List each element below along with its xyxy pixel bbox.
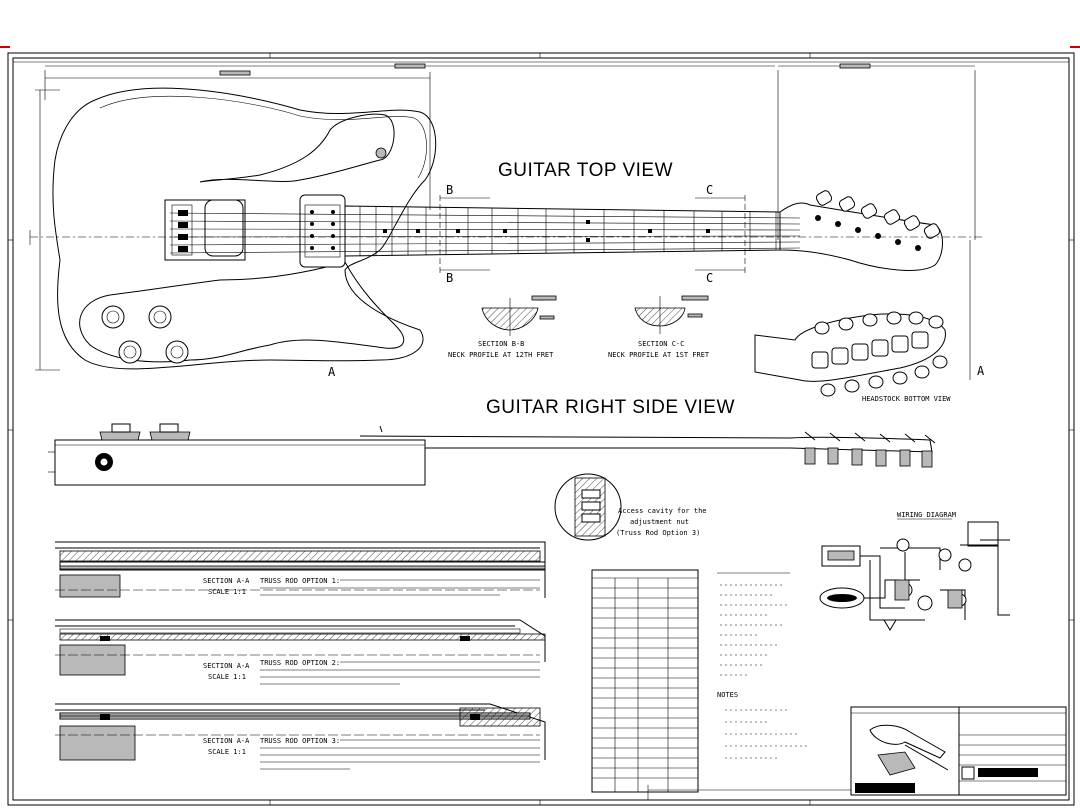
svg-text:NECK PROFILE AT 12TH FRET: NECK PROFILE AT 12TH FRET <box>448 351 554 359</box>
truss-section-3: SECTION A-A SCALE 1:1 TRUSS ROD OPTION 3… <box>55 703 546 770</box>
neck-pickup-bridge <box>204 199 244 257</box>
svg-text:SCALE 1:1: SCALE 1:1 <box>208 748 246 756</box>
svg-text:A: A <box>328 365 336 379</box>
svg-text:SECTION A-A: SECTION A-A <box>203 662 250 670</box>
section-b-marker: B B <box>439 183 490 285</box>
svg-text:TRUSS ROD OPTION 2:: TRUSS ROD OPTION 2: <box>260 659 340 667</box>
svg-text:SECTION B-B: SECTION B-B <box>478 340 524 348</box>
body-outline <box>52 87 437 370</box>
wiring-title: WIRING DIAGRAM <box>897 511 956 519</box>
svg-text:SCALE 1:1: SCALE 1:1 <box>208 588 246 596</box>
headstock-bottom-label: HEADSTOCK BOTTOM VIEW <box>862 395 951 403</box>
svg-text:NECK PROFILE AT 1ST FRET: NECK PROFILE AT 1ST FRET <box>608 351 710 359</box>
svg-text:TRUSS ROD OPTION 1:: TRUSS ROD OPTION 1: <box>260 577 340 585</box>
svg-text:(Truss Rod Option 3): (Truss Rod Option 3) <box>616 529 700 537</box>
svg-text:A: A <box>977 364 985 378</box>
truss-section-2: SECTION A-A SCALE 1:1 TRUSS ROD OPTION 2… <box>55 619 546 685</box>
overall-dimensions <box>29 63 976 371</box>
headstock-bottom-view: HEADSTOCK BOTTOM VIEW <box>754 311 951 403</box>
svg-text:SECTION A-A: SECTION A-A <box>203 737 250 745</box>
title-block-isometric-guitar <box>869 724 949 776</box>
guitar-top-view: GUITAR TOP VIEW <box>30 87 985 380</box>
access-cavity-detail: Access cavity for the adjustment nut (Tr… <box>554 473 707 541</box>
headstock <box>779 202 943 271</box>
svg-text:B: B <box>446 183 453 197</box>
svg-text:SECTION C-C: SECTION C-C <box>638 340 684 348</box>
title-block <box>647 706 1067 800</box>
neck-profile-b: SECTION B-B NECK PROFILE AT 12TH FRET <box>448 295 557 359</box>
svg-text:C: C <box>706 271 713 285</box>
section-a-marker: A A <box>30 236 985 380</box>
svg-text:SECTION A-A: SECTION A-A <box>203 577 250 585</box>
guitar-side-view: GUITAR RIGHT SIDE VIEW <box>48 397 936 486</box>
neck-profile-c: SECTION C-C NECK PROFILE AT 1ST FRET <box>608 295 710 359</box>
truss-section-1: SECTION A-A SCALE 1:1 TRUSS ROD OPTION 1… <box>55 541 546 598</box>
drawing-frame <box>0 46 1080 806</box>
fret-position-table <box>591 569 699 793</box>
section-c-marker: C C <box>695 183 746 285</box>
svg-text:Access cavity for the: Access cavity for the <box>618 507 707 515</box>
svg-text:B: B <box>446 271 453 285</box>
notes-block: NOTES <box>717 572 810 759</box>
tuning-pegs <box>815 190 941 251</box>
svg-text:NOTES: NOTES <box>717 691 738 699</box>
top-view-title: GUITAR TOP VIEW <box>498 160 673 181</box>
neck-humbucker <box>299 194 346 268</box>
wiring-diagram: WIRING DIAGRAM <box>819 511 1010 631</box>
svg-text:SCALE 1:1: SCALE 1:1 <box>208 673 246 681</box>
neck-fretboard <box>169 205 801 257</box>
svg-text:C: C <box>706 183 713 197</box>
side-view-title: GUITAR RIGHT SIDE VIEW <box>486 397 735 418</box>
control-knobs <box>101 147 387 364</box>
svg-text:adjustment nut: adjustment nut <box>630 518 689 526</box>
svg-text:TRUSS ROD OPTION 3:: TRUSS ROD OPTION 3: <box>260 737 340 745</box>
